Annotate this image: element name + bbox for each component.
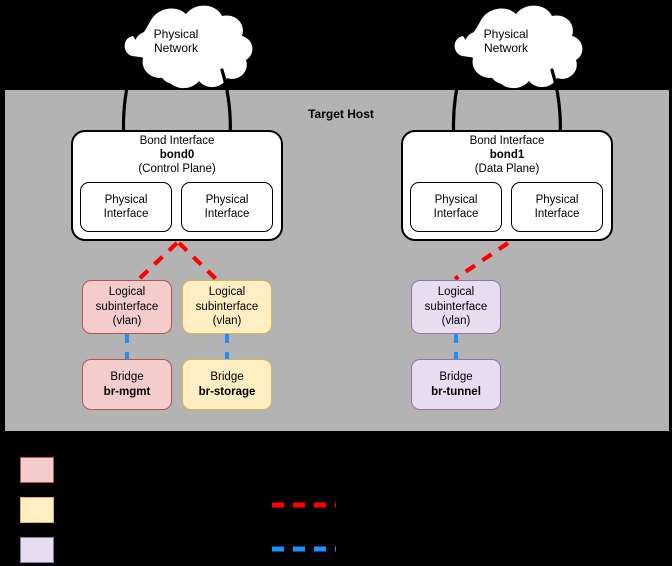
br-storage-title: Bridge <box>210 371 244 384</box>
bond1-physical-interface-2[interactable]: Physical Interface <box>511 182 603 232</box>
bond0-port2-line2: Interface <box>204 208 250 220</box>
bridge-br-mgmt[interactable]: Bridge br-mgmt <box>82 359 172 410</box>
target-host-label: Target Host <box>308 107 374 121</box>
br-tunnel-name: br-tunnel <box>431 385 481 398</box>
vlan-link-bond0-mgmt <box>137 241 179 281</box>
bond0-title: Bond Interface <box>139 135 215 147</box>
cloud-left-line1: Physical <box>153 26 199 41</box>
bond1-port2-line1: Physical <box>535 193 579 206</box>
bond1-port1-line2: Interface <box>433 208 479 220</box>
vlan-tunnel-line1: Logical <box>437 286 475 299</box>
legend-swatch-mgmt <box>20 457 54 483</box>
bond1-label: Bond Interface bond1 (Data Plane) <box>401 134 613 176</box>
bond1-name: bond1 <box>489 149 525 162</box>
bond0-port1-line1: Physical <box>104 193 148 206</box>
cloud-right-line1: Physical <box>483 26 529 41</box>
bond0-port1-line2: Interface <box>103 208 149 220</box>
bond0-label: Bond Interface bond0 (Control Plane) <box>71 134 283 176</box>
br-storage-name: br-storage <box>198 385 256 398</box>
vlan-link-bond0-storage <box>177 241 218 281</box>
bond1-title: Bond Interface <box>469 135 545 147</box>
cloud-left: Physical Network <box>140 24 212 58</box>
legend-swatch-storage <box>20 497 54 523</box>
bond0-name: bond0 <box>159 149 195 162</box>
vlan-storage-line2: subinterface <box>195 300 259 313</box>
vlan-tunnel-line3: (vlan) <box>441 315 471 328</box>
vlan-storage-line3: (vlan) <box>212 315 242 328</box>
br-mgmt-name: br-mgmt <box>103 385 151 398</box>
br-mgmt-title: Bridge <box>110 371 144 384</box>
cloud-right-line2: Network <box>483 41 528 55</box>
legend-label-storage <box>66 500 256 520</box>
legend-label-mgmt <box>66 460 256 480</box>
cloud-left-line2: Network <box>153 41 198 55</box>
vlan-link-bond1-tunnel <box>453 241 510 281</box>
bond1-port1-line1: Physical <box>434 193 478 206</box>
vlan-mgmt-line3: (vlan) <box>112 315 142 328</box>
bond1-plane: (Data Plane) <box>474 163 540 176</box>
cloud-right-shape <box>454 5 583 89</box>
logical-subinterface-tunnel[interactable]: Logical subinterface (vlan) <box>411 280 501 334</box>
br-tunnel-title: Bridge <box>439 371 473 384</box>
bond1-physical-interface-1[interactable]: Physical Interface <box>410 182 502 232</box>
legend-swatch-tunnel <box>20 537 54 563</box>
bond0-plane: (Control Plane) <box>138 163 216 176</box>
vlan-mgmt-line2: subinterface <box>95 300 159 313</box>
legend-label-bridge-line <box>346 542 626 562</box>
bond0-port2-line1: Physical <box>205 193 249 206</box>
cloud-left-shape <box>124 5 253 89</box>
bond1-port2-line2: Interface <box>534 208 580 220</box>
cloud-right: Physical Network <box>470 24 542 58</box>
bridge-br-tunnel[interactable]: Bridge br-tunnel <box>411 359 501 410</box>
logical-subinterface-mgmt[interactable]: Logical subinterface (vlan) <box>82 280 172 334</box>
legend-label-tunnel <box>66 540 256 560</box>
bond0-physical-interface-2[interactable]: Physical Interface <box>181 182 273 232</box>
bond0-physical-interface-1[interactable]: Physical Interface <box>80 182 172 232</box>
vlan-mgmt-line1: Logical <box>108 286 146 299</box>
vlan-tunnel-line2: subinterface <box>424 300 488 313</box>
bridge-br-storage[interactable]: Bridge br-storage <box>182 359 272 410</box>
legend-label-vlan-line <box>346 498 626 518</box>
vlan-storage-line1: Logical <box>208 286 246 299</box>
logical-subinterface-storage[interactable]: Logical subinterface (vlan) <box>182 280 272 334</box>
